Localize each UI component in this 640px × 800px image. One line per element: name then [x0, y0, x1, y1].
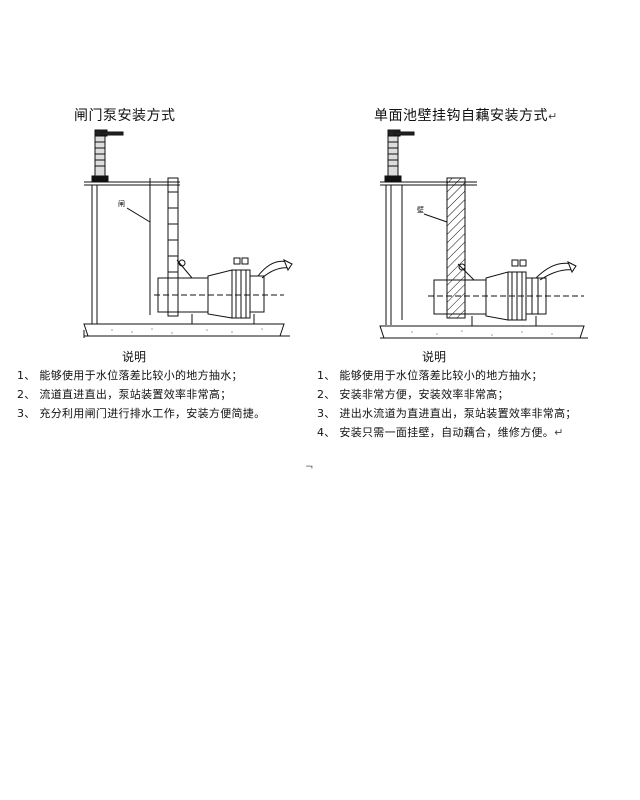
stray-mark: ¬: [305, 462, 314, 473]
list-item: 3、 充分利用闸门进行排水工作，安装方便简捷。: [17, 407, 266, 420]
left-notes-heading: 说明: [122, 350, 147, 364]
right-callout-label: 壁: [417, 205, 424, 214]
list-item: 1、 能够使用于水位落差比较小的地方抽水；: [17, 369, 243, 382]
left-notes-list: 1、 能够使用于水位落差比较小的地方抽水； 2、 流道直进直出，泵站装置效率非常…: [17, 366, 265, 423]
note-text: 4、 安装只需一面挂壁，自动藕合，维修方便。: [317, 426, 555, 439]
right-title-text: 单面池壁挂钩自藕安装方式: [374, 108, 548, 124]
left-title: 闸门泵安装方式: [74, 108, 176, 124]
list-item: 1、 能够使用于水位落差比较小的地方抽水；: [317, 369, 543, 382]
list-item: 3、 进出水流道为直进直出，泵站装置效率非常高；: [317, 407, 577, 420]
gate-pump-installation-drawing: 闸: [83, 129, 293, 338]
right-notes-list: 1、 能够使用于水位落差比较小的地方抽水； 2、 安装非常方便，安装效率非常高；…: [317, 366, 577, 442]
list-item: 4、 安装只需一面挂壁，自动藕合，维修方便。↵: [317, 423, 577, 442]
left-callout-label: 闸: [118, 200, 125, 208]
list-item: 2、 流道直进直出，泵站装置效率非常高；: [17, 388, 232, 401]
wall-mounted-autocoupling-drawing: 壁: [379, 129, 588, 339]
right-title: 单面池壁挂钩自藕安装方式↵: [374, 105, 558, 125]
list-item: 2、 安装非常方便，安装效率非常高；: [317, 388, 509, 401]
paragraph-mark: ↵: [554, 426, 564, 439]
right-notes-heading: 说明: [422, 350, 447, 364]
paragraph-mark: ↵: [548, 110, 558, 123]
